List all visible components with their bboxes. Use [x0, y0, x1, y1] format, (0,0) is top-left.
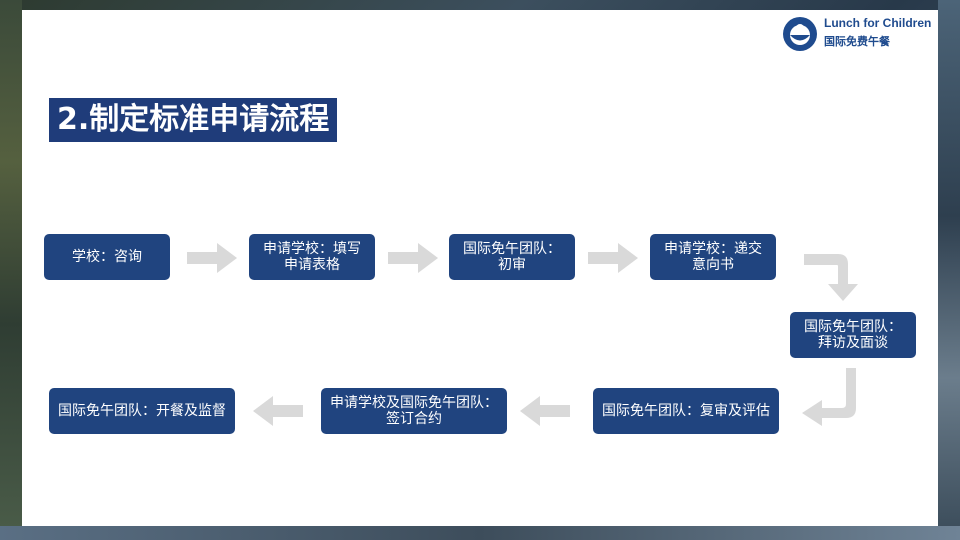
step-5-box: 国际免午团队：拜访及面谈 — [790, 312, 916, 358]
arrow-bend-down-icon — [804, 254, 858, 301]
logo-emblem-icon — [783, 17, 817, 51]
step-3-box: 国际免午团队：初审 — [449, 234, 575, 280]
arrow-left-icon — [253, 396, 303, 426]
step-7-box: 申请学校及国际免午团队：签订合约 — [321, 388, 507, 434]
step-2-box: 申请学校：填写申请表格 — [249, 234, 375, 280]
step-1-box: 学校：咨询 — [44, 234, 170, 280]
slide-canvas: Lunch for Children 国际免费午餐 2.制定标准申请流程 学校：… — [22, 10, 938, 526]
arrow-right-icon — [388, 243, 438, 273]
step-6-box: 国际免午团队：复审及评估 — [593, 388, 779, 434]
step-4-box: 申请学校：递交意向书 — [650, 234, 776, 280]
logo: Lunch for Children 国际免费午餐 — [778, 14, 938, 54]
background-left-strip — [0, 0, 22, 540]
logo-english-text: Lunch for Children — [824, 16, 932, 30]
arrow-left-icon — [520, 396, 570, 426]
arrow-right-icon — [588, 243, 638, 273]
background-bottom-strip — [0, 526, 960, 540]
page-title: 2.制定标准申请流程 — [49, 98, 338, 142]
logo-chinese-text: 国际免费午餐 — [824, 35, 890, 48]
arrow-right-icon — [187, 243, 237, 273]
arrow-bend-left-icon — [802, 368, 856, 426]
step-8-box: 国际免午团队：开餐及监督 — [49, 388, 235, 434]
background-right-strip — [938, 0, 960, 540]
